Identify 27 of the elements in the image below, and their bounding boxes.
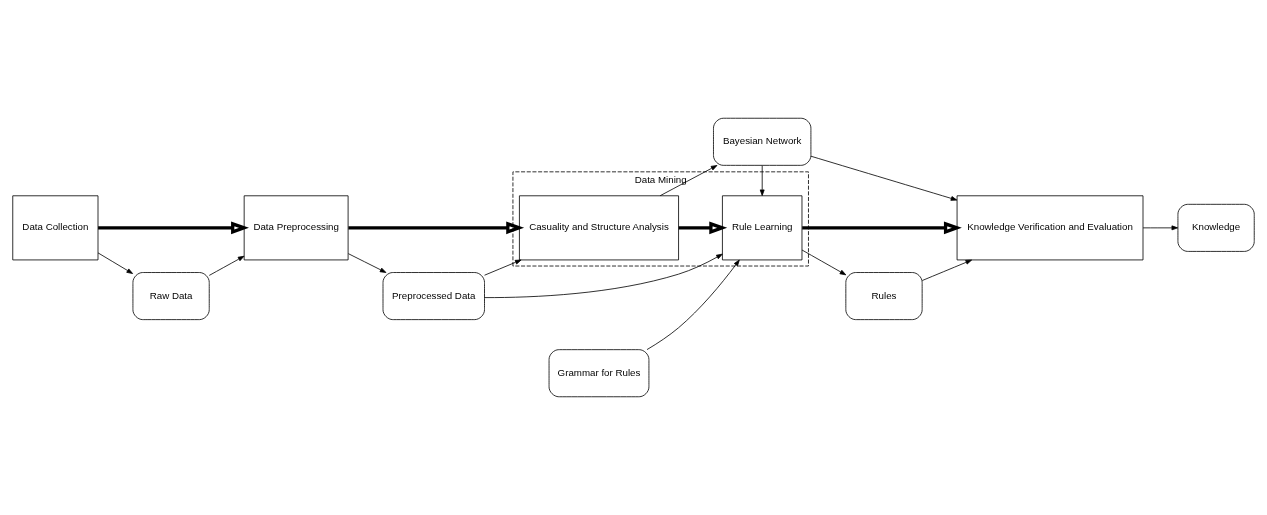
node-box: Grammar for Rules: [548, 349, 650, 398]
node-box: Data Collection: [12, 195, 99, 261]
arrow: [484, 253, 723, 298]
node-box: Knowledge: [1177, 203, 1255, 252]
node-box: Preprocessed Data: [382, 272, 485, 321]
arrow: [802, 221, 962, 235]
node-box: Rule Learning: [722, 195, 803, 261]
node-box: Data Preprocessing: [243, 195, 349, 261]
arrow: [759, 165, 765, 196]
arrow: [347, 253, 387, 273]
node-box: Knowledge Verification and Evaluation: [956, 195, 1144, 261]
arrow: [97, 252, 133, 274]
arrow: [1142, 225, 1179, 231]
node-box: Bayesian Network: [713, 117, 812, 166]
node-box: Casuality and Structure Analysis: [519, 195, 679, 261]
node-box: Rules: [845, 272, 923, 321]
arrow: [659, 165, 718, 197]
arrow: [208, 255, 245, 276]
arrow: [98, 221, 249, 235]
arrow: [921, 259, 972, 281]
arrow: [484, 259, 522, 276]
arrow: [678, 221, 728, 235]
arrow: [348, 221, 525, 235]
arrow: [801, 249, 847, 276]
arrow: [810, 155, 958, 201]
arrow: [646, 259, 740, 350]
node-box: Raw Data: [132, 272, 210, 321]
